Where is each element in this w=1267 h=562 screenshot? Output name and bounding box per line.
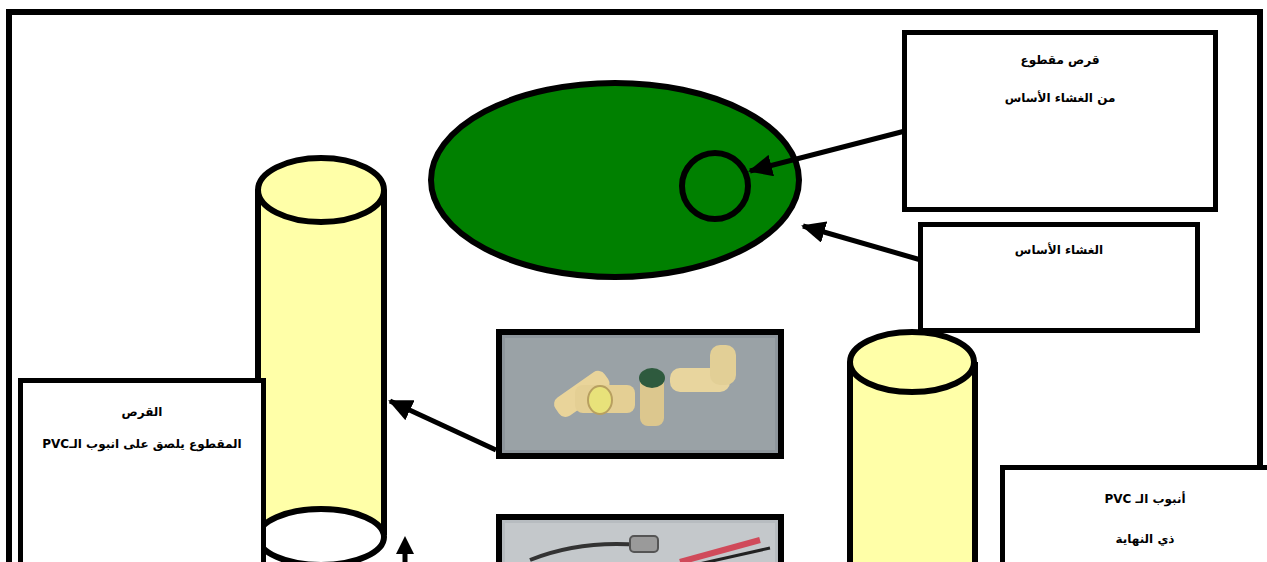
callout-heading: قرص مقطوع [921,45,1199,75]
callout-heading: أنبوب الـ PVC [1019,484,1267,514]
callout-heading: القرص [37,397,247,427]
photo-tubes [499,332,781,456]
pvc-tube-right [850,332,975,562]
callout-text: من الغشاء الأساس [921,83,1199,113]
callout-text: المقطوع يلصق على انبوب الـPVC [37,429,247,459]
callout-box: أنبوب الـ PVC ذي النهاية [1000,465,1267,562]
arrow-fragment [396,536,414,554]
leader-arrow [803,226,921,260]
pvc-tube-left [258,158,384,562]
leader-arrow [750,131,905,171]
callout-box: القرصالمقطوع يلصق على انبوب الـPVC [18,378,266,562]
callout-box: قرص مقطوع من الغشاء الأساس [902,30,1218,212]
callout-box: الغشاء الأساس [918,222,1200,333]
photo-electrode [499,517,781,562]
callout-text: ذي النهاية [1019,524,1267,554]
leader-arrow [390,401,496,450]
callout-heading: الغشاء الأساس [937,235,1181,265]
cut-disc [682,153,748,219]
base-membrane [431,83,799,277]
